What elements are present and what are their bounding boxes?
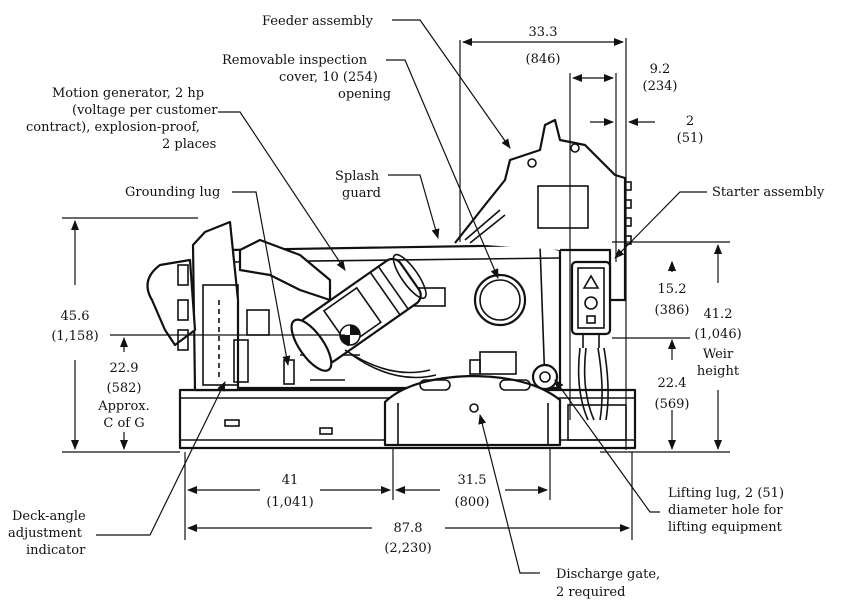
label-feeder-assembly: Feeder assembly [262,14,374,29]
label-lifting-lug: lifting equipment [668,520,783,535]
left-frame [191,220,240,392]
label-motion-generator: contract), explosion-proof, [26,120,200,135]
dim-41: 41 [282,473,299,488]
label-removable-cover: Removable inspection [222,53,368,68]
dim-22-9: 22.9 [110,361,139,376]
dim-33-3: 33.3 [529,25,558,40]
dim-15-2: 15.2 [658,282,687,297]
callout-labels: Feeder assembly Removable inspection cov… [8,14,825,600]
dim-15-2-mm: (386) [655,303,690,318]
label-motion-generator: (voltage per customer [72,103,218,118]
lifting-lug [531,363,559,391]
dim-87-8: 87.8 [394,521,423,536]
label-deck-angle: adjustment [8,526,83,541]
dim-9-2-mm: (234) [643,79,678,94]
dim-9-2: 9.2 [650,62,671,77]
dim-45-6-mm: (1,158) [51,329,98,344]
starter-assembly [570,260,612,421]
leader-lines [96,19,707,574]
dim-31-5: 31.5 [458,473,487,488]
label-weir-height: height [697,364,740,379]
label-discharge-gate: Discharge gate, [556,567,660,582]
label-removable-cover: opening [338,87,391,102]
label-starter-assembly: Starter assembly [712,185,825,200]
dim-45-6: 45.6 [61,309,90,324]
discharge-gate [383,374,562,447]
dim-41-2-mm: (1,046) [694,327,741,342]
dim-33-3-mm: (846) [526,52,561,67]
label-discharge-gate: 2 required [556,585,625,600]
dim-2: 2 [686,114,694,129]
dimension-lines [62,38,730,540]
label-cog: Approx. [97,399,150,414]
label-deck-angle: indicator [26,543,86,558]
feeder-assembly [454,118,627,302]
feeder-machine [146,118,637,450]
dim-22-4-mm: (569) [655,397,690,412]
dim-22-4: 22.4 [658,376,687,391]
label-motion-generator: Motion generator, 2 hp [52,86,204,101]
label-splash-guard: guard [342,186,381,201]
label-lifting-lug: Lifting lug, 2 (51) [668,486,784,501]
dim-87-8-mm: (2,230) [384,541,431,556]
dim-22-9-mm: (582) [107,381,142,396]
label-splash-guard: Splash [335,169,380,184]
dim-31-5-mm: (800) [455,495,490,510]
motion-generator [290,253,427,372]
label-grounding-lug: Grounding lug [125,185,220,200]
label-deck-angle: Deck-angle [12,509,86,524]
label-weir-height: Weir [703,347,734,362]
dim-41-mm: (1,041) [266,495,313,510]
dimension-values: 33.3 (846) 9.2 (234) 2 (51) 15.2 (386) 4… [51,25,741,556]
label-cog: C of G [103,416,144,431]
inspection-cover [473,273,527,327]
dim-2-mm: (51) [677,131,704,146]
label-lifting-lug: diameter hole for [668,503,783,518]
label-motion-generator: 2 places [162,137,216,152]
label-removable-cover: cover, 10 (254) [279,70,378,85]
dim-41-2: 41.2 [704,307,733,322]
